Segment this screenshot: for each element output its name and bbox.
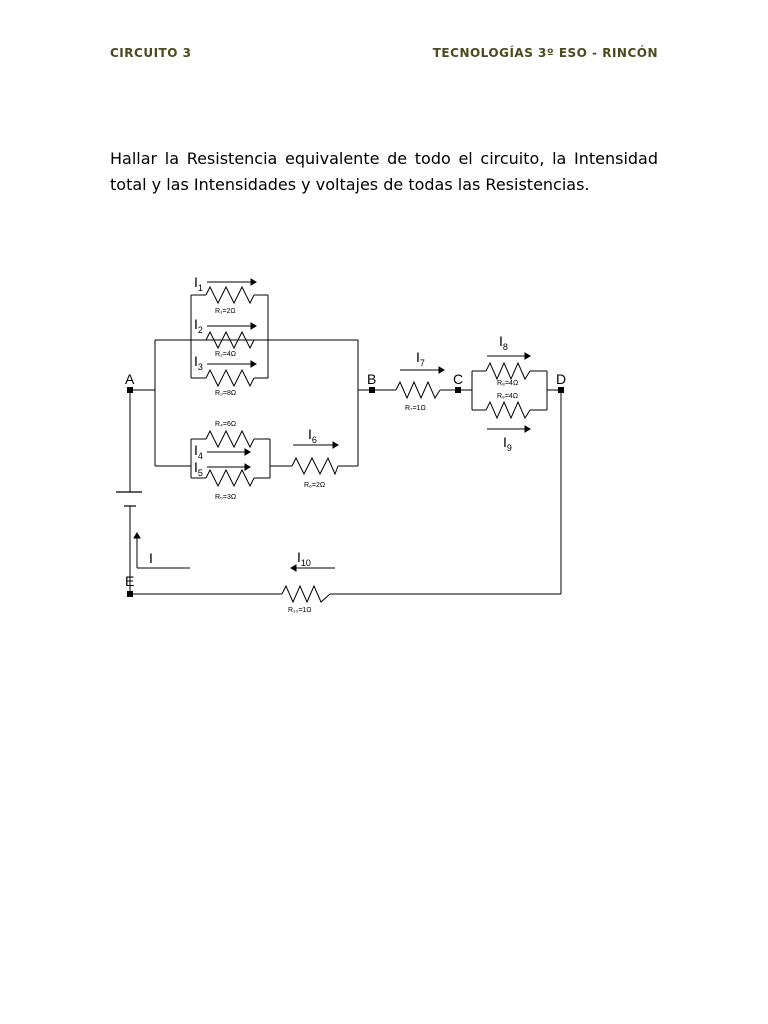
node-d-marker (558, 387, 564, 393)
i9-label: I9 (503, 434, 512, 453)
i10-label: I10 (297, 549, 311, 568)
node-b-marker (369, 387, 375, 393)
r5-label: R₅=3Ω (215, 494, 236, 501)
node-markers (127, 387, 564, 597)
wires (129, 294, 562, 595)
resistor-r7 (395, 380, 441, 400)
i3-label: I3 (194, 353, 203, 372)
i6-label: I6 (308, 426, 317, 445)
r10-label: R₁₀=1Ω (288, 607, 312, 614)
current-arrows (133, 278, 531, 572)
r3-label: R₃=8Ω (215, 390, 236, 397)
node-d-label: D (556, 371, 566, 387)
i4-label: I4 (194, 442, 203, 461)
node-e-marker (127, 591, 133, 597)
r1-label: R₁=2Ω (215, 308, 236, 315)
resistor-r2 (205, 330, 255, 350)
r6-label: R₆=2Ω (304, 482, 325, 489)
node-c-marker (455, 387, 461, 393)
r7-label: R₇=1Ω (405, 405, 426, 412)
r8-label: R₈=4Ω (497, 380, 518, 387)
i2-label: I2 (194, 316, 203, 335)
resistor-r3 (205, 368, 255, 388)
r4-label: R₄=6Ω (215, 421, 236, 428)
node-c-label: C (453, 371, 463, 387)
i5-label: I5 (194, 459, 203, 478)
resistor-r10 (281, 584, 331, 604)
resistor-r9 (485, 400, 531, 420)
r9-label: R₉=4Ω (497, 393, 518, 400)
i1-label: I1 (194, 274, 203, 293)
total-current-label: I (149, 550, 153, 566)
resistor-r8 (485, 361, 531, 381)
node-e-label: E (125, 573, 134, 589)
resistor-r4 (205, 429, 255, 449)
node-a-marker (127, 387, 133, 393)
node-a-label: A (125, 371, 135, 387)
node-b-label: B (367, 371, 376, 387)
r2-label: R₂=4Ω (215, 351, 236, 358)
header-right: TECNOLOGÍAS 3º ESO - RINCÓN (432, 46, 658, 60)
resistor-r6 (291, 456, 339, 476)
header-left: CIRCUITO 3 (110, 46, 192, 60)
i8-label: I8 (499, 333, 508, 352)
i7-label: I7 (416, 349, 425, 368)
resistor-r1 (205, 285, 255, 305)
problem-statement: Hallar la Resistencia equivalente de tod… (110, 149, 658, 194)
battery (116, 491, 142, 507)
resistor-r5 (205, 468, 255, 488)
